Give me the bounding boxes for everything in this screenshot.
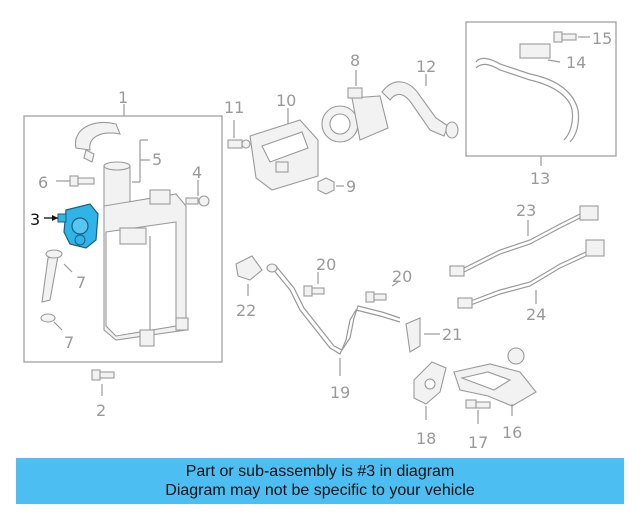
- callout-6: 6: [38, 173, 48, 192]
- callout-21: 21: [442, 325, 462, 344]
- callout-1: 1: [118, 88, 128, 107]
- part-3-highlighted: [57, 203, 99, 249]
- callout-12: 12: [416, 57, 436, 76]
- callout-20a: 20: [316, 255, 336, 274]
- part-2: [91, 369, 115, 381]
- part-24: [457, 239, 605, 309]
- part-4: [185, 195, 210, 207]
- part-23: [449, 205, 599, 277]
- part-11: [227, 139, 251, 149]
- callout-22: 22: [236, 301, 256, 320]
- part-16: [453, 347, 537, 407]
- part-5: [74, 121, 150, 209]
- callout-14: 14: [566, 53, 586, 72]
- part-9: [317, 177, 335, 195]
- part-8: [321, 87, 389, 143]
- part-20a: [303, 285, 325, 297]
- callout-2: 2: [96, 401, 106, 420]
- part-7: [40, 249, 63, 323]
- callout-8: 8: [350, 51, 360, 70]
- callout-18: 18: [416, 429, 436, 448]
- callout-16: 16: [502, 423, 522, 442]
- callout-4: 4: [192, 163, 202, 182]
- part-18: [413, 361, 447, 405]
- part-19: [266, 263, 401, 355]
- banner-line-1: Part or sub-assembly is #3 in diagram: [185, 463, 455, 480]
- callout-20b: 20: [392, 267, 412, 286]
- callout-7b: 7: [64, 333, 74, 352]
- callout-19: 19: [330, 383, 350, 402]
- info-banner: Part or sub-assembly is #3 in diagram Di…: [16, 458, 624, 504]
- callout-13: 13: [530, 169, 550, 188]
- group-box-1: [23, 115, 223, 363]
- part-12: [381, 81, 459, 139]
- canister: [103, 189, 189, 347]
- parts-diagram: 1 13 5 6 4: [23, 21, 617, 452]
- callout-15: 15: [592, 29, 612, 48]
- callout-10: 10: [276, 91, 296, 110]
- part-17: [465, 399, 491, 409]
- part-15: [553, 31, 577, 43]
- part-21: [405, 317, 421, 353]
- part-20b: [365, 291, 387, 303]
- callout-11: 11: [224, 98, 244, 117]
- part-10: [249, 119, 319, 191]
- callout-7a: 7: [76, 273, 86, 292]
- callout-17: 17: [468, 433, 488, 452]
- callout-9: 9: [346, 177, 356, 196]
- part-6: [69, 175, 95, 187]
- callout-3: 3: [30, 210, 40, 229]
- callout-5: 5: [152, 150, 162, 169]
- part-14: [475, 43, 580, 143]
- callout-24: 24: [526, 305, 546, 324]
- part-22: [235, 255, 263, 281]
- banner-line-2: Diagram may not be specific to your vehi…: [165, 482, 475, 499]
- callout-23: 23: [516, 201, 536, 220]
